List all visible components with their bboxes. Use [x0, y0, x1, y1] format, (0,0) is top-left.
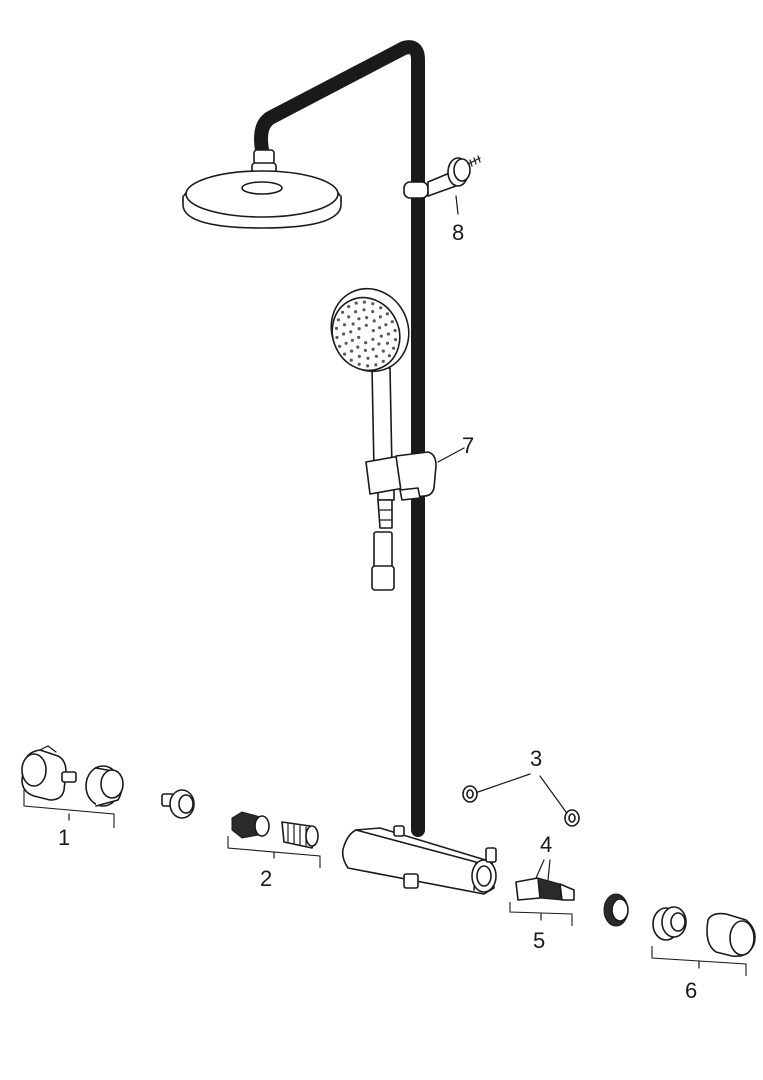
- nozzle-dot: [351, 322, 355, 326]
- nozzle-dot: [371, 310, 375, 314]
- nozzle-dot: [381, 349, 385, 353]
- nozzle-dot: [374, 363, 378, 367]
- nozzle-dot: [387, 354, 391, 358]
- hand-shower-nozzles: [334, 300, 398, 368]
- nozzle-dot: [378, 315, 382, 319]
- callout-7: 7: [462, 433, 474, 458]
- nozzle-dot: [335, 335, 339, 340]
- nozzle-dot: [349, 330, 353, 334]
- nozzle-dot: [349, 358, 353, 362]
- part-3-o-rings: [462, 773, 580, 827]
- group-brackets: [23, 790, 747, 976]
- slider-holder: [365, 447, 465, 501]
- callout-1: 1: [58, 825, 70, 850]
- nozzle-dot: [342, 323, 347, 327]
- nozzle-dot: [362, 308, 366, 312]
- nozzle-dot: [390, 320, 394, 324]
- nozzle-dot: [357, 317, 361, 321]
- callout-4: 4: [540, 832, 552, 857]
- nozzle-dot: [342, 332, 346, 336]
- nozzle-dot: [366, 364, 370, 368]
- nozzle-dot: [354, 301, 358, 305]
- overhead-shower-head: [182, 149, 342, 229]
- nozzle-dot: [357, 335, 361, 339]
- nozzle-dot: [371, 347, 375, 351]
- nozzle-dot: [357, 362, 361, 366]
- nozzle-dot: [363, 348, 367, 352]
- nozzle-dot: [386, 332, 390, 336]
- adaptor-fitting: [161, 789, 195, 819]
- nozzle-dot: [344, 341, 348, 345]
- nozzle-dot: [350, 338, 354, 342]
- shower-riser-rail: [254, 40, 425, 837]
- nozzle-dot: [378, 326, 382, 330]
- part-1-handle: [21, 745, 124, 807]
- nozzle-dot: [379, 334, 383, 338]
- thermostat-body: [341, 825, 497, 895]
- nozzle-dot: [362, 300, 366, 304]
- nozzle-dot: [377, 342, 381, 346]
- nozzle-dot: [357, 354, 361, 358]
- nozzle-dot: [347, 305, 351, 309]
- nozzle-dot: [371, 337, 375, 341]
- callout-3: 3: [530, 746, 542, 771]
- nozzle-dot: [381, 359, 385, 363]
- nozzle-dot: [371, 302, 375, 306]
- nozzle-dot: [343, 352, 347, 356]
- nozzle-dot: [392, 346, 396, 350]
- nozzle-dot: [372, 319, 376, 323]
- nozzle-dot: [365, 316, 369, 320]
- nozzle-dot: [385, 341, 390, 345]
- nozzle-dot: [357, 327, 361, 331]
- nozzle-dot: [334, 326, 339, 330]
- nozzle-dot: [364, 323, 368, 327]
- nozzle-dot: [366, 356, 370, 360]
- nozzle-dot: [336, 318, 340, 322]
- part-6-handle: [603, 893, 756, 958]
- nozzle-dot: [356, 345, 360, 349]
- nozzle-dot: [364, 341, 368, 345]
- part-5-thermo-cartridge: [515, 859, 575, 901]
- nozzle-dot: [350, 349, 354, 353]
- nozzle-dot: [384, 323, 388, 327]
- callout-8: 8: [452, 220, 464, 245]
- hand-shower: [330, 287, 410, 591]
- nozzle-dot: [374, 354, 378, 358]
- wall-bracket: [403, 155, 481, 215]
- nozzle-dot: [379, 306, 383, 310]
- nozzle-dot: [371, 329, 375, 333]
- nozzle-dot: [347, 315, 351, 319]
- nozzle-dot: [393, 338, 398, 342]
- callout-6: 6: [685, 978, 697, 1003]
- nozzle-dot: [338, 344, 342, 348]
- nozzle-dot: [393, 328, 397, 333]
- part-2-cartridge: [231, 811, 319, 849]
- callout-5: 5: [533, 928, 545, 953]
- nozzle-dot: [385, 312, 389, 316]
- nozzle-dot: [341, 310, 345, 314]
- nozzle-dot: [354, 310, 358, 314]
- callout-2: 2: [260, 866, 272, 891]
